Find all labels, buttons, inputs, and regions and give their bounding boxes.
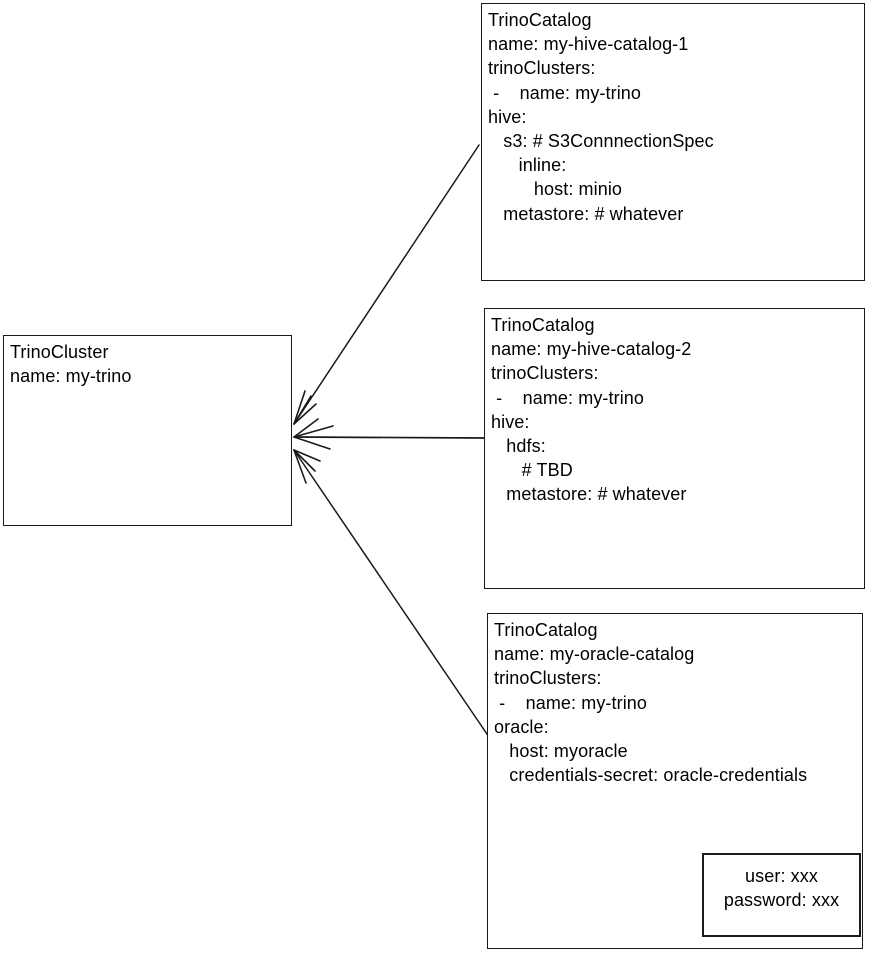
node-trino-cluster-body: TrinoCluster name: my-trino (4, 336, 291, 392)
node-catalog-hive-1-line-1: name: my-hive-catalog-1 (488, 34, 689, 55)
node-secret[interactable]: user: xxx password: xxx (702, 853, 861, 937)
node-catalog-hive-2-line-6: # TBD (491, 460, 573, 481)
node-catalog-hive-1-body: TrinoCatalog name: my-hive-catalog-1 tri… (482, 4, 864, 230)
node-catalog-hive-2-line-1: name: my-hive-catalog-2 (491, 339, 692, 360)
node-catalog-oracle-line-3: - name: my-trino (494, 692, 648, 713)
arrowhead-icon (293, 449, 321, 484)
arrowhead-icon (293, 390, 317, 425)
node-catalog-oracle-line-4: oracle: (494, 716, 549, 737)
node-trino-cluster-line-0: TrinoCluster (10, 342, 109, 362)
node-catalog-oracle-body: TrinoCatalog name: my-oracle-catalog tri… (488, 614, 862, 791)
node-catalog-hive-2-line-7: metastore: # whatever (491, 484, 687, 505)
edge-catalog-oracle-to-cluster (293, 449, 490, 738)
node-catalog-hive-2[interactable]: TrinoCatalog name: my-hive-catalog-2 tri… (484, 308, 865, 589)
node-secret-body: user: xxx password: xxx (704, 855, 859, 912)
node-secret-line-1: password: xxx (723, 890, 840, 911)
node-catalog-hive-1-line-4: hive: (488, 106, 527, 127)
node-catalog-oracle-line-0: TrinoCatalog (494, 620, 598, 640)
node-trino-cluster[interactable]: TrinoCluster name: my-trino (3, 335, 292, 526)
node-catalog-oracle-line-5: host: myoracle (494, 741, 628, 762)
node-catalog-hive-1-line-6: inline: (488, 155, 567, 176)
edge-catalog-hive-1-to-cluster (293, 144, 480, 425)
node-catalog-hive-1-line-3: - name: my-trino (488, 82, 642, 103)
node-catalog-hive-1-line-7: host: minio (488, 179, 623, 200)
edge-catalog-hive-2-to-cluster (293, 418, 485, 450)
node-catalog-hive-1-line-8: metastore: # whatever (488, 203, 684, 224)
node-catalog-hive-2-line-4: hive: (491, 411, 530, 432)
node-secret-line-0: user: xxx (745, 866, 818, 886)
node-catalog-oracle-line-2: trinoClusters: (494, 668, 602, 689)
node-catalog-hive-2-body: TrinoCatalog name: my-hive-catalog-2 tri… (485, 309, 864, 511)
node-catalog-hive-1[interactable]: TrinoCatalog name: my-hive-catalog-1 tri… (481, 3, 865, 281)
arrowhead-icon (293, 418, 334, 450)
node-catalog-oracle-line-1: name: my-oracle-catalog (494, 644, 695, 665)
node-catalog-oracle-line-6: credentials-secret: oracle-credentials (494, 765, 808, 786)
node-catalog-hive-2-line-0: TrinoCatalog (491, 315, 595, 335)
node-catalog-hive-1-line-5: s3: # S3ConnnectionSpec (488, 131, 714, 152)
node-catalog-hive-2-line-2: trinoClusters: (491, 363, 599, 384)
node-catalog-hive-2-line-3: - name: my-trino (491, 387, 645, 408)
node-catalog-hive-2-line-5: hdfs: (491, 436, 546, 457)
node-catalog-hive-1-line-0: TrinoCatalog (488, 10, 592, 30)
node-trino-cluster-line-1: name: my-trino (10, 366, 132, 387)
node-catalog-hive-1-line-2: trinoClusters: (488, 58, 596, 79)
